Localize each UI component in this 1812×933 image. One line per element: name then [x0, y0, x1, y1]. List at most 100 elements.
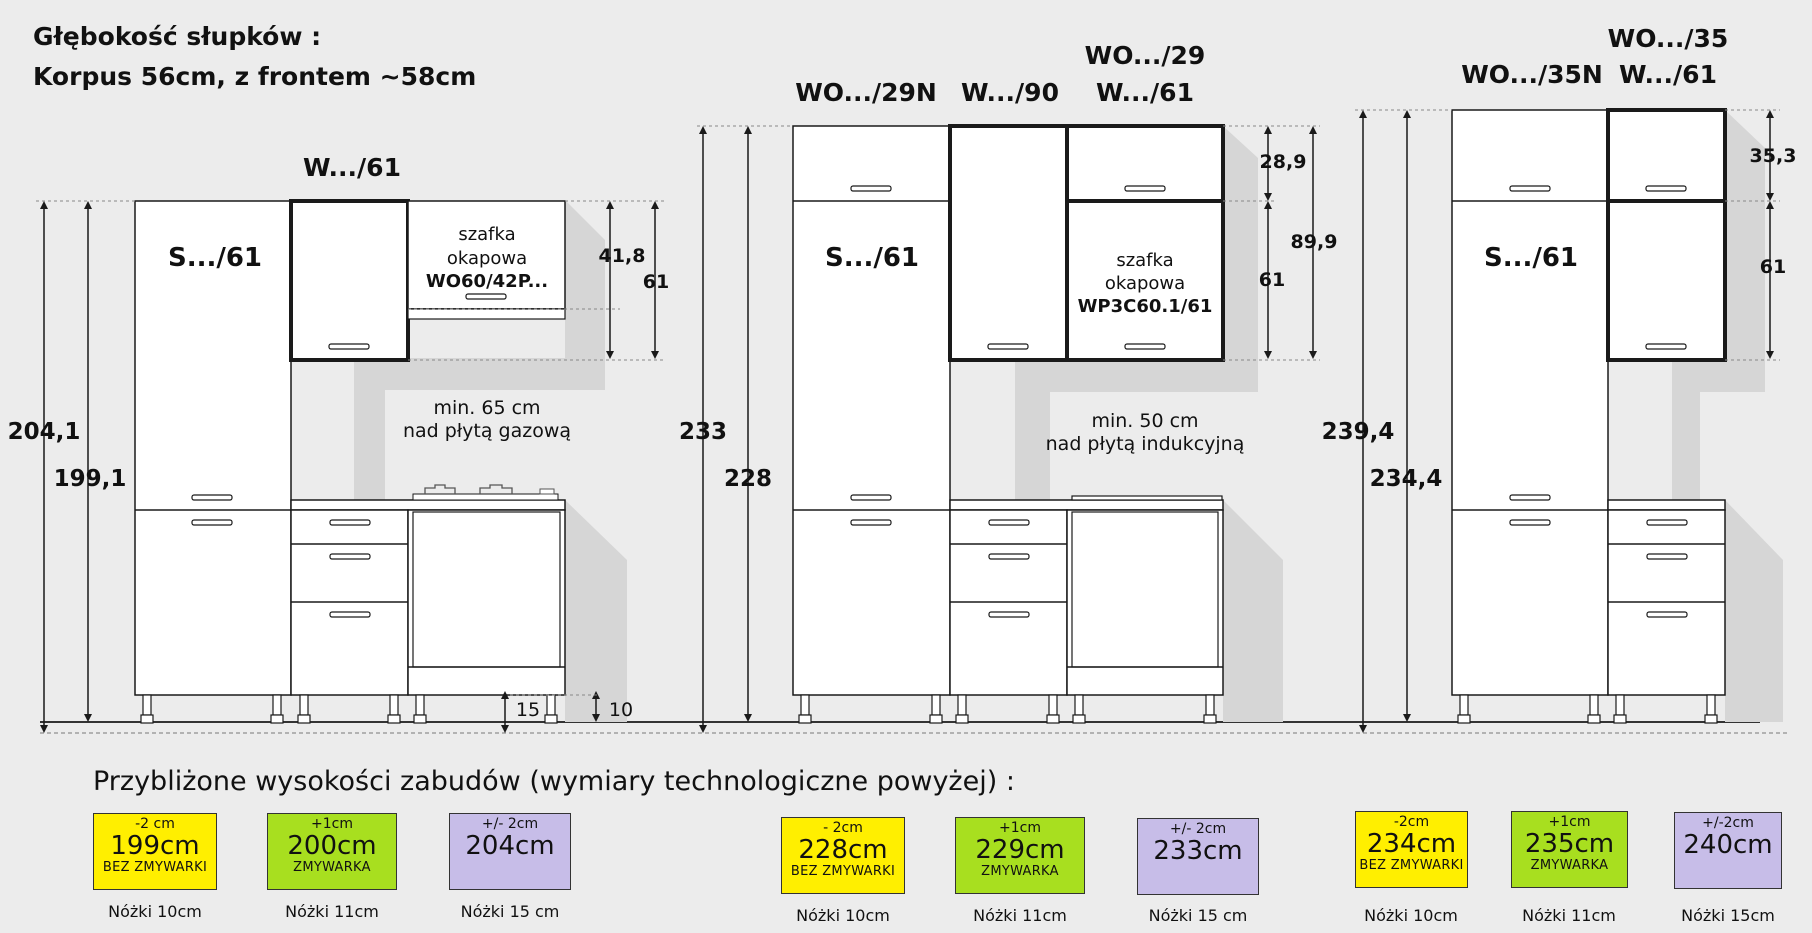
- wall-shadow-3: [1672, 110, 1783, 722]
- handle: [1646, 611, 1688, 618]
- floor-lines: [40, 721, 1790, 734]
- base-cabinets-1: [290, 499, 566, 696]
- height-box-234-value: 234cm: [1366, 829, 1457, 859]
- tall-cabinet-3: [1451, 109, 1609, 696]
- label-w90: W.../90: [961, 78, 1059, 107]
- height-box-235: +1cm 235cm ZMYWARKA: [1511, 811, 1628, 888]
- legs-note-229: Nóżki 11cm: [973, 906, 1067, 925]
- handle: [328, 343, 370, 350]
- dim-233: 233: [679, 419, 727, 445]
- handle: [850, 519, 892, 526]
- legs-note-228: Nóżki 10cm: [796, 906, 890, 925]
- label-wo35: WO.../35: [1608, 24, 1729, 53]
- handle: [1645, 185, 1687, 192]
- legs-3: [1457, 694, 1718, 724]
- group-2: [697, 124, 1320, 733]
- base-cabinets-3: [1607, 499, 1726, 696]
- note-induction-1: min. 50 cm: [1091, 410, 1198, 432]
- height-box-204: +/- 2cm 204cm: [449, 813, 571, 890]
- handle: [1646, 553, 1688, 560]
- legs-note-204: Nóżki 15 cm: [460, 902, 560, 921]
- tall-cabinet-1-label: S.../61: [168, 243, 262, 273]
- label-wo29n: WO.../29N: [795, 78, 937, 107]
- handle: [465, 293, 507, 300]
- header-line-2: Korpus 56cm, z frontem ~58cm: [33, 62, 477, 91]
- height-box-240: +/-2cm 240cm: [1674, 812, 1782, 889]
- legs-note-235: Nóżki 11cm: [1522, 906, 1616, 925]
- dim-204-1: 204,1: [8, 419, 81, 445]
- dim-15: 15: [516, 699, 540, 721]
- group-3: [1355, 108, 1783, 733]
- height-box-200: +1cm 200cm ZMYWARKA: [267, 813, 397, 890]
- legs-2: [798, 694, 1217, 724]
- height-box-229-value: 229cm: [975, 835, 1065, 865]
- height-box-234-sub: BEZ ZMYWARKI: [1359, 858, 1464, 873]
- handle: [988, 519, 1030, 526]
- height-box-229-sub: ZMYWARKA: [981, 864, 1059, 879]
- handle: [988, 611, 1030, 618]
- hood-2-label-3: WP3C60.1/61: [1078, 296, 1213, 317]
- legs-note-234: Nóżki 10cm: [1364, 906, 1458, 925]
- diagram-labels: S.../61 W.../61 szafka okapowa WO60/42P.…: [8, 24, 1797, 721]
- dimension-lines-1: [40, 201, 659, 733]
- group-1: [36, 199, 665, 733]
- handle: [329, 519, 371, 526]
- tall-cabinet-2-label: S.../61: [825, 243, 919, 273]
- hood-2-label-1: szafka: [1116, 250, 1173, 271]
- height-box-228-sub: BEZ ZMYWARKI: [790, 864, 896, 879]
- height-box-204-tolerance: +/- 2cm: [481, 816, 539, 832]
- upper-cabinet-1-label: W.../61: [303, 153, 401, 182]
- legs-note-233: Nóżki 15 cm: [1148, 906, 1248, 925]
- height-box-199: -2 cm 199cm BEZ ZMYWARKI: [93, 813, 217, 890]
- height-box-200-value: 200cm: [287, 831, 377, 861]
- height-box-233-tolerance: +/- 2cm: [1169, 821, 1227, 837]
- extension-lines-1: [36, 200, 665, 696]
- extension-lines-2: [697, 125, 1320, 361]
- dim-28-9: 28,9: [1260, 151, 1307, 173]
- dim-234-4: 234,4: [1370, 466, 1443, 492]
- height-box-229: +1cm 229cm ZMYWARKA: [955, 817, 1085, 894]
- tall-cabinet-2: [792, 125, 951, 696]
- height-box-240-tolerance: +/-2cm: [1702, 815, 1754, 831]
- hood-cabinet-2: [1065, 124, 1225, 362]
- upper-cabinet-1: [289, 199, 410, 362]
- legs-note-199: Nóżki 10cm: [108, 902, 202, 921]
- legs-note-240: Nóżki 15cm: [1681, 906, 1775, 925]
- wall-shadow-2: [1015, 126, 1283, 722]
- handle: [1645, 343, 1687, 350]
- handle: [988, 553, 1030, 560]
- hood-1-label-1: szafka: [458, 224, 515, 245]
- height-box-233: +/- 2cm 233cm: [1137, 818, 1259, 895]
- dimension-lines-3: [1359, 110, 1774, 733]
- dim-239-4: 239,4: [1322, 419, 1395, 445]
- label-wo29: WO.../29: [1085, 41, 1206, 70]
- handle: [1124, 185, 1166, 192]
- hood-1-label-2: okapowa: [447, 248, 527, 269]
- handle: [1124, 343, 1166, 350]
- handle: [1509, 185, 1551, 192]
- height-box-199-value: 199cm: [110, 831, 200, 861]
- dim-61-g3: 61: [1760, 256, 1786, 278]
- note-gas-2: nad płytą gazową: [403, 420, 571, 442]
- note-gas-1: min. 65 cm: [433, 397, 540, 419]
- handle: [329, 611, 371, 618]
- dim-199-1: 199,1: [54, 466, 127, 492]
- dim-41-8: 41,8: [599, 245, 646, 267]
- handle: [987, 343, 1029, 350]
- dimension-lines-2: [699, 126, 1317, 733]
- header-line-1: Głębokość słupków :: [33, 22, 322, 51]
- approx-heights-title: Przybliżone wysokości zabudów (wymiary t…: [93, 766, 1015, 797]
- height-box-240-value: 240cm: [1683, 830, 1773, 860]
- legs-note-200: Nóżki 11cm: [285, 902, 379, 921]
- base-cabinets-2: [949, 499, 1224, 696]
- dim-228: 228: [724, 466, 772, 492]
- handle: [850, 494, 892, 501]
- induction-hob-2: [1071, 495, 1223, 501]
- height-box-228: - 2cm 228cm BEZ ZMYWARKI: [781, 817, 905, 894]
- wall-shadow-1: [354, 200, 627, 722]
- dim-10: 10: [609, 699, 633, 721]
- extension-lines-3: [1355, 109, 1780, 361]
- legs-1: [140, 694, 558, 724]
- note-induction-2: nad płytą indukcyjną: [1046, 433, 1245, 455]
